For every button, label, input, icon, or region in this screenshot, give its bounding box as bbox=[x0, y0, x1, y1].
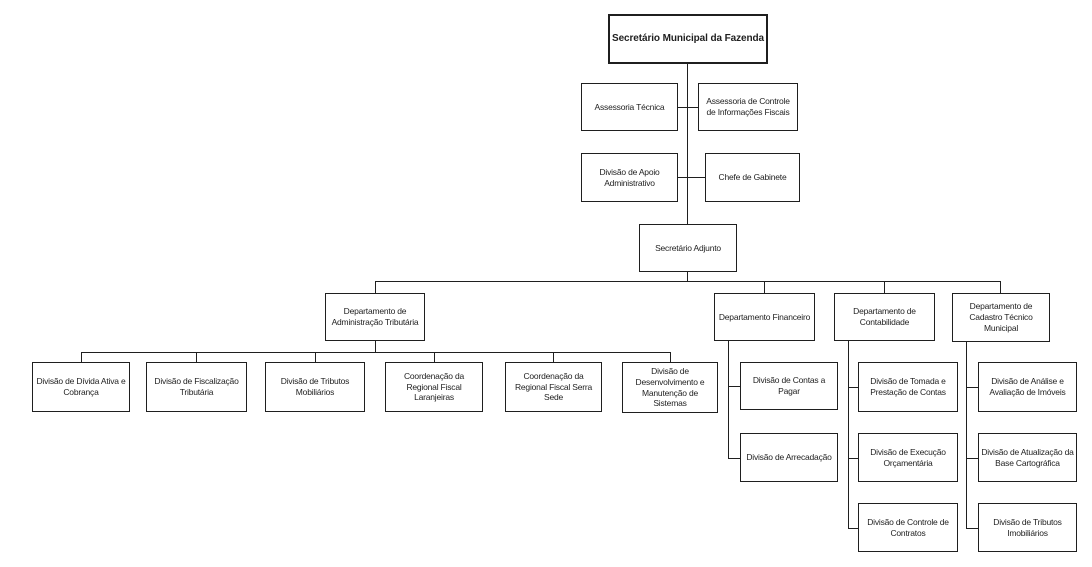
connector-stub-contas-pagar bbox=[728, 386, 740, 387]
connector-apoio-gabinete bbox=[678, 177, 705, 178]
connector-drop-div-4 bbox=[434, 352, 435, 362]
connector-stub-tomada bbox=[848, 387, 858, 388]
node-divisao-arrecadacao: Divisão de Arrecadação bbox=[740, 433, 838, 482]
node-label: Divisão de Execução Orçamentária bbox=[870, 446, 946, 468]
connector-dept1-bus bbox=[81, 352, 670, 353]
node-coordenacao-regional-fiscal-laranjeiras: Coordenação da Regional Fiscal Laranjeir… bbox=[385, 362, 483, 412]
node-divisao-execucao-orcamentaria: Divisão de Execução Orçamentária bbox=[858, 433, 958, 482]
node-label: Divisão de Apoio Administrativo bbox=[599, 166, 660, 188]
connector-drop-div-3 bbox=[315, 352, 316, 362]
node-label: Assessoria Técnica bbox=[594, 101, 665, 112]
node-label: Departamento de Cadastro Técnico Municip… bbox=[969, 301, 1033, 333]
node-label: Coordenação da Regional Fiscal Laranjeir… bbox=[403, 370, 465, 403]
connector-stub-controle-contratos bbox=[848, 528, 858, 529]
node-coordenacao-regional-fiscal-serra-sede: Coordenação da Regional Fiscal Serra Sed… bbox=[505, 362, 602, 412]
connector-dept1-stem bbox=[375, 341, 376, 352]
node-label: Departamento Financeiro bbox=[718, 311, 811, 322]
connector-departments-bus bbox=[375, 281, 1001, 282]
node-divisao-divida-ativa-cobranca: Divisão de Dívida Ativa e Cobrança bbox=[32, 362, 130, 412]
node-divisao-controle-contratos: Divisão de Controle de Contratos bbox=[858, 503, 958, 552]
connector-drop-dept-2 bbox=[764, 281, 765, 293]
node-label: Divisão de Desenvolvimento e Manutenção … bbox=[635, 365, 705, 409]
node-label: Divisão de Fiscalização Tributária bbox=[154, 376, 239, 397]
connector-financeiro-ladder bbox=[728, 341, 729, 458]
connector-stub-analise bbox=[966, 387, 978, 388]
node-label: Divisão de Atualização da Base Cartográf… bbox=[981, 446, 1074, 468]
node-divisao-desenvolvimento-manutencao-sistemas: Divisão de Desenvolvimento e Manutenção … bbox=[622, 362, 718, 413]
connector-drop-div-2 bbox=[196, 352, 197, 362]
connector-stub-execucao bbox=[848, 458, 858, 459]
node-divisao-atualizacao-base-cartografica: Divisão de Atualização da Base Cartográf… bbox=[978, 433, 1077, 482]
node-label: Secretário Municipal da Fazenda bbox=[612, 32, 764, 44]
node-assessoria-tecnica: Assessoria Técnica bbox=[581, 83, 678, 131]
node-label: Departamento de Administração Tributária bbox=[331, 306, 419, 327]
node-label: Coordenação da Regional Fiscal Serra Sed… bbox=[514, 370, 593, 403]
node-label: Divisão de Tributos Mobiliários bbox=[280, 376, 350, 397]
node-label: Divisão de Tomada e Prestação de Contas bbox=[870, 376, 946, 397]
node-chefe-de-gabinete: Chefe de Gabinete bbox=[705, 153, 800, 202]
node-divisao-fiscalizacao-tributaria: Divisão de Fiscalização Tributária bbox=[146, 362, 247, 412]
connector-drop-div-1 bbox=[81, 352, 82, 362]
node-label: Chefe de Gabinete bbox=[718, 172, 787, 183]
node-dept-contabilidade: Departamento de Contabilidade bbox=[834, 293, 935, 341]
node-dept-cadastro-tecnico-municipal: Departamento de Cadastro Técnico Municip… bbox=[952, 293, 1050, 342]
connector-cadastro-ladder bbox=[966, 341, 967, 528]
node-divisao-analise-avaliacao-imoveis: Divisão de Análise e Avaliação de Imóvei… bbox=[978, 362, 1077, 412]
node-label: Divisão de Dívida Ativa e Cobrança bbox=[36, 376, 126, 397]
node-divisao-apoio-administrativo: Divisão de Apoio Administrativo bbox=[581, 153, 678, 202]
node-secretario-adjunto: Secretário Adjunto bbox=[639, 224, 737, 272]
node-label: Divisão de Controle de Contratos bbox=[867, 516, 949, 538]
node-dept-administracao-tributaria: Departamento de Administração Tributária bbox=[325, 293, 425, 341]
connector-assessorias bbox=[678, 107, 698, 108]
connector-drop-dept-3 bbox=[884, 281, 885, 293]
node-label: Divisão de Tributos Imobiliários bbox=[993, 516, 1062, 538]
node-label: Assessoria de Controle de Informações Fi… bbox=[706, 96, 790, 117]
node-label: Divisão de Contas a Pagar bbox=[752, 375, 826, 396]
node-divisao-tributos-mobiliarios: Divisão de Tributos Mobiliários bbox=[265, 362, 365, 412]
connector-stub-arrecadacao bbox=[728, 458, 740, 459]
connector-drop-dept-1 bbox=[375, 281, 376, 293]
node-divisao-tributos-imobiliarios: Divisão de Tributos Imobiliários bbox=[978, 503, 1077, 552]
connector-root-stem bbox=[687, 64, 688, 224]
connector-stub-tributos-imob bbox=[966, 528, 978, 529]
node-label: Departamento de Contabilidade bbox=[853, 306, 916, 327]
node-assessoria-controle-informacoes-fiscais: Assessoria de Controle de Informações Fi… bbox=[698, 83, 798, 131]
connector-drop-div-6 bbox=[670, 352, 671, 362]
connector-contabilidade-ladder bbox=[848, 341, 849, 528]
node-secretario-municipal-fazenda: Secretário Municipal da Fazenda bbox=[608, 14, 768, 64]
connector-stub-atualizacao bbox=[966, 458, 978, 459]
connector-adjunto-stem bbox=[687, 272, 688, 281]
node-divisao-tomada-prestacao-contas: Divisão de Tomada e Prestação de Contas bbox=[858, 362, 958, 412]
node-label: Divisão de Análise e Avaliação de Imóvei… bbox=[989, 376, 1066, 397]
node-divisao-contas-a-pagar: Divisão de Contas a Pagar bbox=[740, 362, 838, 410]
node-label: Divisão de Arrecadação bbox=[746, 452, 832, 463]
connector-drop-dept-4 bbox=[1000, 281, 1001, 293]
connector-drop-div-5 bbox=[553, 352, 554, 362]
node-dept-financeiro: Departamento Financeiro bbox=[714, 293, 815, 341]
node-label: Secretário Adjunto bbox=[655, 242, 721, 253]
